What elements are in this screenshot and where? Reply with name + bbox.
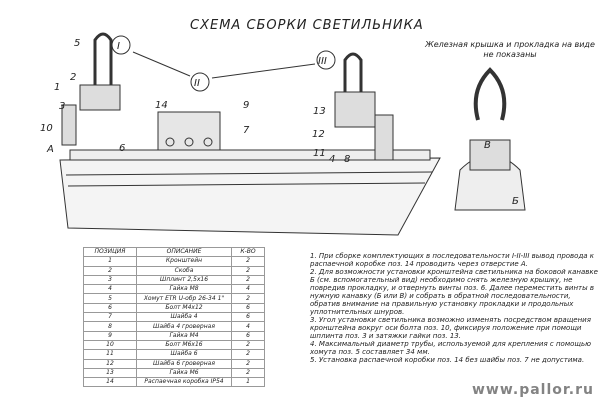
cell-description: Болт М6х16 (136, 339, 232, 351)
cell-position: 12 (83, 358, 137, 369)
cell-quantity: 1 (231, 377, 265, 388)
step-I-label: I (117, 41, 120, 52)
header-description: ОПИСАНИЕ (136, 246, 232, 258)
cell-quantity: 2 (231, 256, 265, 267)
callout-4: 4 (329, 154, 335, 165)
cell-description: Шплинт 2,5х16 (136, 274, 232, 286)
cell-position: 4 (83, 284, 137, 295)
cell-quantity: 2 (231, 358, 265, 369)
callout-7: 7 (243, 125, 250, 136)
junction-box (157, 111, 221, 151)
diagram-title: СХЕМА СБОРКИ СВЕТИЛЬНИКА (190, 18, 424, 33)
cell-description: Гайка М6 (136, 367, 232, 379)
cell-quantity: 2 (231, 339, 265, 351)
step-I-circle (111, 35, 131, 55)
cell-description: Гайка М8 (136, 284, 232, 295)
assembly-notes: 1. При сборке комплектующих в последоват… (310, 252, 598, 364)
callout-8: 8 (344, 154, 350, 165)
callout-10: 10 (40, 123, 53, 134)
note-4: 4. Максимальный диаметр трубы, используе… (310, 340, 591, 356)
callout-2: 2 (70, 72, 76, 83)
bracket-right (334, 52, 394, 161)
note-3: 3. Угол установки светильника возможно и… (310, 316, 591, 340)
note-2: 2. Для возможности установки кронштейна … (310, 268, 598, 316)
cell-position: 11 (83, 349, 137, 360)
note-1: 1. При сборке комплектующих в последоват… (310, 252, 595, 268)
cell-quantity: 2 (231, 265, 265, 276)
callout-3: 3 (59, 101, 65, 112)
cell-quantity: 6 (231, 302, 265, 314)
cell-position: 1 (83, 256, 137, 267)
cell-description: Гайка М4 (136, 330, 232, 341)
cell-description: Шайба 6 гроверная (136, 358, 232, 369)
callout-A: А (46, 144, 54, 155)
callout-B: Б (512, 196, 519, 207)
watermark: www.pallor.ru (471, 382, 594, 398)
callout-9: 9 (243, 100, 249, 111)
step-III-label: III (318, 56, 327, 67)
cell-position: 5 (83, 293, 137, 304)
cell-quantity: 2 (231, 349, 265, 360)
bracket-left (61, 32, 121, 146)
cell-description: Болт М4х12 (136, 302, 232, 314)
cell-quantity: 4 (231, 284, 265, 295)
lamp-body (59, 149, 441, 236)
cell-quantity: 4 (231, 321, 265, 332)
header-position: ПОЗИЦИЯ (83, 246, 137, 258)
cell-position: 13 (83, 367, 137, 379)
cell-quantity: 2 (231, 293, 265, 304)
callout-11: 11 (313, 148, 326, 159)
side-view (454, 67, 526, 211)
cell-description: Шайба 4 гроверная (136, 321, 232, 332)
cell-position: 14 (83, 377, 137, 388)
cell-description: Распаечная коробка IP54 (136, 377, 232, 388)
cell-quantity: 2 (231, 274, 265, 286)
cell-position: 7 (83, 312, 137, 323)
cell-quantity: 6 (231, 330, 265, 341)
callout-13: 13 (313, 106, 326, 117)
note-5: 5. Установка распаечной коробки поз. 14 … (310, 356, 585, 364)
cell-quantity: 6 (231, 312, 265, 323)
cell-position: 2 (83, 265, 137, 276)
callout-6: 6 (119, 143, 125, 154)
cell-quantity: 2 (231, 367, 265, 379)
cell-position: 10 (83, 339, 137, 351)
header-quantity: К-ВО (231, 246, 265, 258)
step-III-circle (316, 50, 336, 70)
cell-description: Шайба 4 (136, 312, 232, 323)
cell-description: Скоба (136, 265, 232, 276)
cell-position: 9 (83, 330, 137, 341)
hint-note: Железная крышка и прокладка на виде не п… (425, 40, 595, 59)
callout-12: 12 (312, 129, 325, 140)
callout-V: В (484, 140, 491, 151)
step-II-circle (190, 72, 210, 92)
step-II-label: II (194, 78, 200, 89)
cell-description: Кронштейн (136, 256, 232, 267)
cell-description: Хомут ETR U-обр 26-34 1" (136, 293, 232, 304)
cell-position: 6 (83, 302, 137, 314)
cell-description: Шайба 6 (136, 349, 232, 360)
cell-position: 8 (83, 321, 137, 332)
callout-5: 5 (74, 38, 80, 49)
callout-14: 14 (155, 100, 168, 111)
callout-1: 1 (54, 82, 60, 93)
cell-position: 3 (83, 274, 137, 286)
